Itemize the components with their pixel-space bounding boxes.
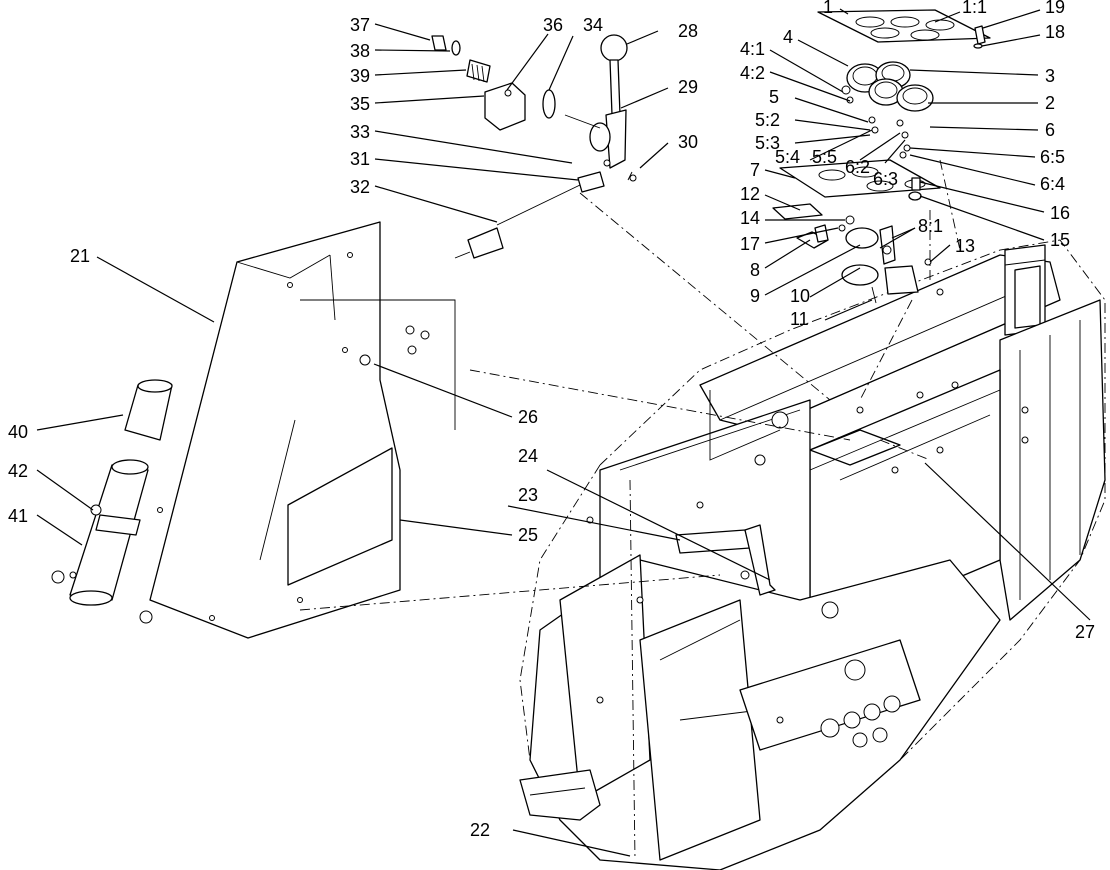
fastener-42 (90, 504, 102, 516)
callout-25: 25 (518, 525, 538, 545)
callout-34: 34 (583, 15, 603, 35)
gauge-panel (772, 9, 991, 304)
side-panel-21 (149, 221, 456, 639)
callout-24: 24 (518, 446, 538, 466)
screw-16 (911, 177, 921, 191)
plate-7 (779, 159, 941, 198)
callout-22: 22 (470, 820, 490, 840)
frame-right-panel (999, 299, 1106, 621)
cup-40 (124, 384, 173, 441)
decal-25 (287, 447, 393, 586)
clevis-31 (577, 171, 605, 193)
callout-28: 28 (678, 21, 698, 41)
callout-15: 15 (1050, 230, 1070, 250)
lever-29 (609, 59, 621, 116)
screw-26 (359, 354, 371, 366)
screw-19 (974, 25, 986, 45)
washer-38 (451, 40, 461, 56)
screw-36 (504, 89, 512, 97)
nut-37 (431, 35, 447, 51)
ignition-9 (845, 227, 879, 249)
callout-14: 14 (740, 208, 760, 228)
callout-3: 3 (1045, 66, 1055, 86)
callout-6-3: 6:3 (873, 169, 898, 189)
cable-32 (467, 227, 504, 259)
callout-6-4: 6:4 (1040, 174, 1065, 194)
callout-12: 12 (740, 184, 760, 204)
callout-40: 40 (8, 422, 28, 442)
washer-18 (973, 43, 983, 49)
callout-6-2: 6:2 (845, 157, 870, 177)
item-11 (871, 286, 877, 304)
item-14 (845, 215, 855, 225)
callout-37: 37 (350, 15, 370, 35)
bracket-10 (841, 264, 879, 286)
callout-29: 29 (678, 77, 698, 97)
leader-lines (36, 8, 1091, 857)
assembly-guide-lines (299, 159, 961, 861)
callout-6-5: 6:5 (1040, 147, 1065, 167)
gauge-6 (896, 84, 934, 112)
callout-5: 5 (769, 87, 779, 107)
pin-33 (603, 159, 611, 167)
screw-30 (629, 174, 637, 182)
callout-2: 2 (1045, 93, 1055, 113)
callout-30: 30 (678, 132, 698, 152)
callout-7: 7 (750, 160, 760, 180)
callout-10: 10 (790, 286, 810, 306)
callout-labels: 37 38 39 35 33 31 32 36 34 28 29 30 21 4… (8, 0, 1095, 840)
callout-17: 17 (740, 234, 760, 254)
callout-9: 9 (750, 286, 760, 306)
decal-12 (772, 203, 823, 220)
callout-18: 18 (1045, 22, 1065, 42)
frame-crossbar (739, 639, 921, 751)
frame-bumper (519, 769, 601, 821)
callout-5-2: 5:2 (755, 110, 780, 130)
item-8-1 (879, 225, 896, 265)
callout-13: 13 (955, 236, 975, 256)
callout-38: 38 (350, 41, 370, 61)
callout-6: 6 (1045, 120, 1055, 140)
spring-39 (466, 59, 491, 83)
lever-assembly (431, 34, 637, 259)
callout-19: 19 (1045, 0, 1065, 17)
knob-28 (600, 34, 628, 62)
cup-holder (51, 379, 173, 624)
callout-36: 36 (543, 15, 563, 35)
item-17 (838, 224, 846, 232)
callout-23: 23 (518, 485, 538, 505)
callout-5-4: 5:4 (775, 147, 800, 167)
callout-4-1: 4:1 (740, 39, 765, 59)
callout-11: 11 (790, 309, 809, 329)
callout-1-1: 1:1 (962, 0, 987, 17)
callout-5-5: 5:5 (812, 147, 837, 167)
callout-27: 27 (1075, 622, 1095, 642)
bushing-15 (908, 191, 922, 201)
callout-1: 1 (823, 0, 833, 17)
callout-26: 26 (518, 407, 538, 427)
callout-35: 35 (350, 94, 370, 114)
callout-33: 33 (350, 122, 370, 142)
callout-16: 16 (1050, 203, 1070, 223)
callout-8: 8 (750, 260, 760, 280)
callout-41: 41 (8, 506, 28, 526)
washer-34 (542, 89, 556, 119)
callout-4: 4 (783, 27, 793, 47)
callout-5-3: 5:3 (755, 133, 780, 153)
callout-31: 31 (350, 149, 370, 169)
callout-39: 39 (350, 66, 370, 86)
item-13 (924, 258, 932, 266)
bracket-24 (744, 524, 776, 596)
frame-assembly (519, 239, 1106, 870)
callout-21: 21 (70, 246, 90, 266)
callout-32: 32 (350, 177, 370, 197)
callout-4-2: 4:2 (740, 63, 765, 83)
callout-42: 42 (8, 461, 28, 481)
callout-8-1: 8:1 (918, 216, 943, 236)
bracket-35 (484, 82, 526, 131)
